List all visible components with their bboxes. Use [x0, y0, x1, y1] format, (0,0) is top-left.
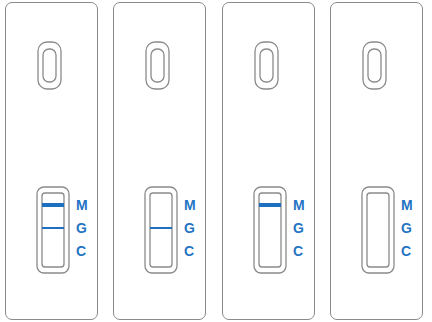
test-cassette: MGC [113, 2, 206, 320]
band-label: C [184, 243, 194, 259]
band-label: G [293, 220, 304, 236]
m-line [259, 203, 281, 207]
test-cassette: MGC [222, 2, 315, 320]
band-label: M [76, 197, 88, 213]
band-label: M [293, 197, 305, 213]
band-label: C [401, 243, 411, 259]
cassette-art [37, 42, 69, 273]
g-line [150, 227, 172, 229]
test-cassette: MGC [330, 2, 423, 320]
band-label: M [184, 197, 196, 213]
band-label: C [76, 243, 86, 259]
band-label: G [76, 220, 87, 236]
test-cassette: MGC [5, 2, 98, 320]
m-line [42, 203, 64, 207]
band-label: C [293, 243, 303, 259]
band-label: G [401, 220, 412, 236]
band-label: M [401, 197, 413, 213]
cassette-art [362, 42, 394, 273]
cassette-art [145, 42, 177, 273]
g-line [42, 227, 64, 229]
band-label: G [184, 220, 195, 236]
cassette-art [254, 42, 286, 273]
